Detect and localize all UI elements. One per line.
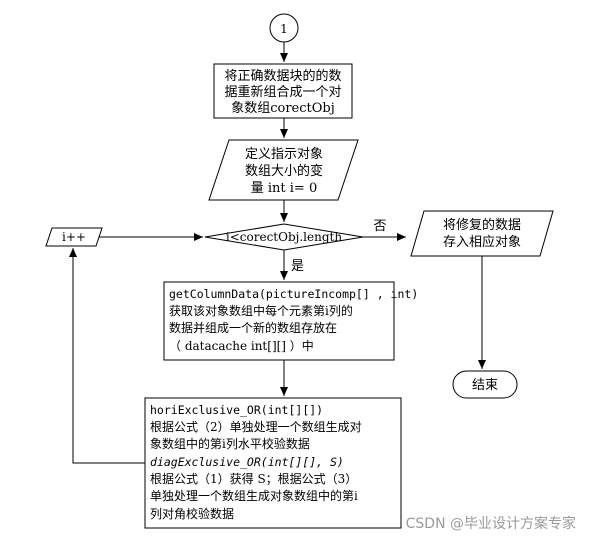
step2-parallelogram: 定义指示对象 数组大小的变 量 int i= 0 (208, 139, 359, 201)
start-connector-label: 1 (280, 22, 288, 36)
step1-line-1: 将正确数据块的的数 (224, 68, 341, 84)
arrow-step4-to-increment (69, 248, 145, 464)
step4-line-5: 根据公式（1）获得 S；根据公式（3） (150, 471, 357, 486)
end-label: 结束 (472, 378, 498, 393)
step4-line-4: diagExclusive_OR(int[][], S) (150, 455, 344, 469)
watermark: CSDN @毕业设计方案专家 (406, 515, 576, 532)
step3-box: getColumnData(pictureIncomp[] , int) 获取该… (163, 281, 418, 361)
decision-label: i<corectObj.length (226, 230, 342, 244)
store-line-1: 将修复的数据 (443, 217, 521, 233)
step1-line-3: 象数组corectObj (231, 101, 335, 116)
step4-line-1: horiExclusive_OR(int[][]) (150, 403, 323, 417)
step2-line-1: 定义指示对象 (245, 147, 323, 162)
store-line-2: 存入相应对象 (443, 234, 521, 250)
step3-line-3: 数据并组成一个新的数组存放在 (169, 320, 337, 335)
end-terminal: 结束 (452, 370, 518, 399)
start-connector: 1 (269, 13, 299, 43)
increment-parallelogram: i++ (45, 227, 103, 247)
step1-line-2: 据重新组合成一个对 (224, 84, 341, 100)
step4-line-6: 单独处理一个数组生成对象数组中的第i (150, 488, 358, 503)
store-parallelogram: 将修复的数据 存入相应对象 (410, 210, 554, 257)
step1-box: 将正确数据块的的数 据重新组合成一个对 象数组corectObj (213, 63, 353, 119)
label-no: 否 (373, 219, 386, 234)
step4-line-2: 根据公式（2）单独处理一个数组生成对 (150, 419, 362, 434)
step4-line-3: 象数组中的第i列水平校验数据 (150, 436, 310, 451)
step4-box: horiExclusive_OR(int[][]) 根据公式（2）单独处理一个数… (144, 397, 402, 529)
decision-diamond: i<corectObj.length (204, 223, 364, 251)
increment-label: i++ (62, 230, 86, 244)
step3-line-2: 获取该对象数组中每个元素第i列的 (169, 303, 353, 318)
step2-line-2: 数组大小的变 (245, 163, 323, 179)
step3-line-1: getColumnData(pictureIncomp[] , int) (169, 287, 418, 301)
step3-line-4: （ datacache int[][] ）中 (169, 338, 314, 353)
label-yes: 是 (291, 259, 304, 274)
step2-line-3: 量 int i= 0 (251, 181, 317, 196)
step4-line-7: 列对角校验数据 (150, 506, 234, 521)
